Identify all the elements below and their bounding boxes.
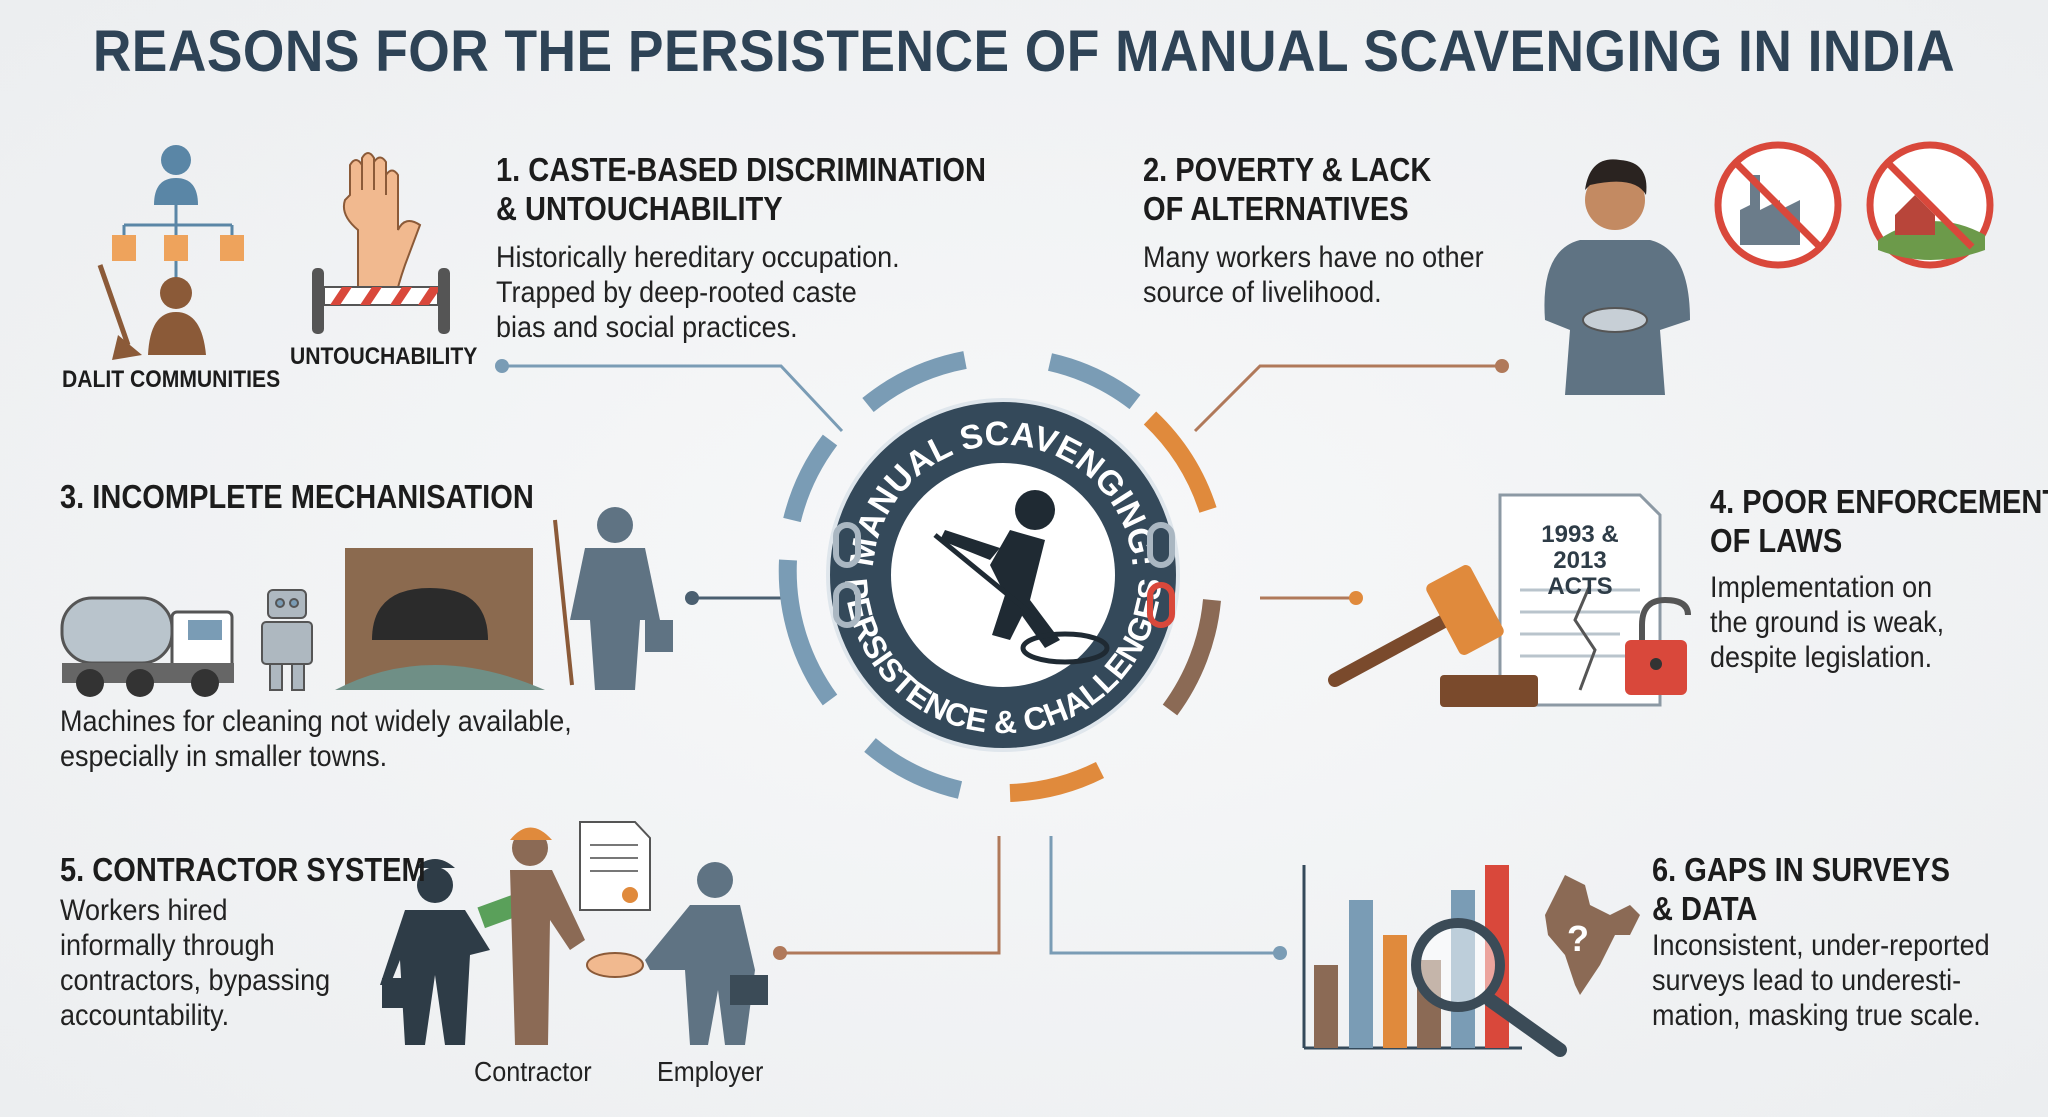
reason-6: 6. GAPS IN SURVEYS & DATA Inconsistent, … bbox=[1652, 850, 2027, 1033]
sanitation-worker-icon bbox=[553, 507, 673, 690]
reason-5-body-line-4: accountability. bbox=[60, 999, 230, 1032]
reason-4-heading-line-2: OF LAWS bbox=[1710, 522, 1843, 559]
chain-icon bbox=[833, 522, 1175, 628]
reason-4-body-line-1: Implementation on bbox=[1710, 571, 1933, 604]
gavel-icon bbox=[1328, 565, 1538, 707]
connector-1 bbox=[502, 364, 844, 433]
reason-4: 4. POOR ENFORCEMENT OF LAWS Implementati… bbox=[1710, 482, 2048, 675]
acts-label-line-1: 1993 & 2013 bbox=[1541, 521, 1619, 574]
contract-document-icon bbox=[579, 821, 651, 911]
reason-2: 2. POVERTY & LACK OF ALTERNATIVES Many w… bbox=[1143, 150, 1522, 310]
handshake-icon bbox=[586, 952, 644, 978]
contractor-figure-icon bbox=[510, 827, 585, 1045]
reason-1-body-line-3: bias and social practices. bbox=[496, 311, 798, 344]
broken-padlock-icon bbox=[1625, 596, 1691, 695]
no-farm-icon bbox=[1866, 141, 1994, 269]
acts-label-line-2: ACTS bbox=[1547, 573, 1613, 600]
connector-6 bbox=[1049, 836, 1280, 955]
reason-5: 5. CONTRACTOR SYSTEM Workers hired infor… bbox=[60, 850, 476, 1033]
worker-cleaning-manhole-icon bbox=[933, 490, 1110, 665]
legal-document-icon bbox=[1498, 493, 1662, 707]
reason-5-heading-line-1: 5. CONTRACTOR SYSTEM bbox=[60, 851, 426, 888]
reason-2-body-line-2: source of livelihood. bbox=[1143, 276, 1382, 309]
outer-ring bbox=[778, 351, 1221, 802]
reason-3-heading-line-1: 3. INCOMPLETE MECHANISATION bbox=[60, 478, 534, 515]
reason-6-body-line-2: surveys lead to underesti- bbox=[1652, 964, 1962, 997]
sewer-cleaning-truck-icon bbox=[60, 596, 234, 697]
reason-5-body-line-2: informally through bbox=[60, 929, 275, 962]
dalit-communities-label: DALIT COMMUNITIES bbox=[62, 366, 281, 393]
reason-4-body-line-3: despite legislation. bbox=[1710, 641, 1933, 674]
reason-2-heading-line-1: 2. POVERTY & LACK bbox=[1143, 151, 1432, 188]
reason-3-body-line-1: Machines for cleaning not widely availab… bbox=[60, 705, 572, 738]
reason-6-heading-line-2: & DATA bbox=[1652, 890, 1758, 927]
employer-label: Employer bbox=[657, 1056, 764, 1087]
question-mark: ? bbox=[1567, 918, 1589, 959]
sewer-drain-icon bbox=[335, 548, 545, 690]
reason-6-body-line-1: Inconsistent, under-reported bbox=[1652, 929, 1990, 962]
reason-1-body-line-2: Trapped by deep-rooted caste bbox=[496, 276, 857, 309]
reason-2-body-line-1: Many workers have no other bbox=[1143, 241, 1484, 274]
connector-lines bbox=[502, 364, 1502, 955]
reason-1: 1. CASTE-BASED DISCRIMINATION & UNTOUCHA… bbox=[496, 150, 1053, 345]
connector-5 bbox=[780, 836, 1001, 955]
reason-6-heading-line-1: 6. GAPS IN SURVEYS bbox=[1652, 851, 1951, 888]
reason-2-heading-line-2: OF ALTERNATIVES bbox=[1143, 190, 1409, 227]
untouchability-label: UNTOUCHABILITY bbox=[290, 343, 478, 370]
reason-3-body-line-2: especially in smaller towns. bbox=[60, 740, 388, 773]
reason-6-body-line-3: mation, masking true scale. bbox=[1652, 999, 1981, 1032]
page-title: REASONS FOR THE PERSISTENCE OF MANUAL SC… bbox=[92, 19, 1956, 84]
connector-dots bbox=[495, 359, 1509, 960]
reason-4-heading-line-1: 4. POOR ENFORCEMENT bbox=[1710, 483, 2048, 520]
poor-worker-with-bowl-icon bbox=[1544, 159, 1690, 395]
connector-2 bbox=[1193, 364, 1502, 433]
reason-3-body: Machines for cleaning not widely availab… bbox=[60, 704, 629, 774]
reason-4-body-line-2: the ground is weak, bbox=[1710, 606, 1945, 639]
acts-label: 1993 & 2013 ACTS bbox=[1515, 522, 1645, 600]
hierarchy-icon bbox=[97, 145, 244, 360]
reason-5-body-line-3: contractors, bypassing bbox=[60, 964, 331, 997]
employer-figure-icon bbox=[645, 862, 768, 1045]
robot-icon bbox=[261, 589, 313, 691]
reason-1-body-line-1: Historically hereditary occupation. bbox=[496, 241, 900, 274]
no-factory-icon bbox=[1714, 141, 1842, 269]
raised-hand-barrier-icon bbox=[312, 152, 450, 334]
magnifying-glass-icon bbox=[1411, 918, 1567, 1057]
reason-3-heading: 3. INCOMPLETE MECHANISATION bbox=[60, 477, 598, 516]
india-map-question-icon bbox=[1545, 875, 1640, 995]
reason-1-heading-line-1: 1. CASTE-BASED DISCRIMINATION bbox=[496, 151, 986, 188]
contractor-label: Contractor bbox=[474, 1056, 592, 1087]
reason-1-heading-line-2: & UNTOUCHABILITY bbox=[496, 190, 783, 227]
reason-5-body-line-1: Workers hired bbox=[60, 894, 228, 927]
